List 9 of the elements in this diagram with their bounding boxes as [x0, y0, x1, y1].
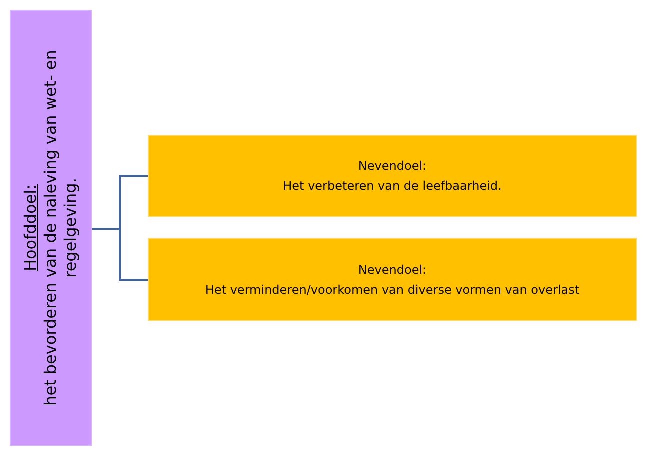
goal-heading: Nevendoel:: [358, 262, 427, 278]
goal-heading: Hoofddoel:: [21, 184, 41, 272]
sub-goal-box: [148, 238, 637, 321]
goal-description: Het verminderen/voorkomen van diverse vormen van overlast: [205, 282, 580, 298]
goal-description: Het verbeteren van de leefbaarheid.: [283, 178, 502, 195]
goal-description: het bevorderen van de naleving van wet- en regelgeving.: [41, 49, 81, 408]
sub-goal-box: [148, 135, 637, 217]
main-goal-box: [10, 10, 92, 446]
goal-heading: Nevendoel:: [358, 158, 427, 175]
